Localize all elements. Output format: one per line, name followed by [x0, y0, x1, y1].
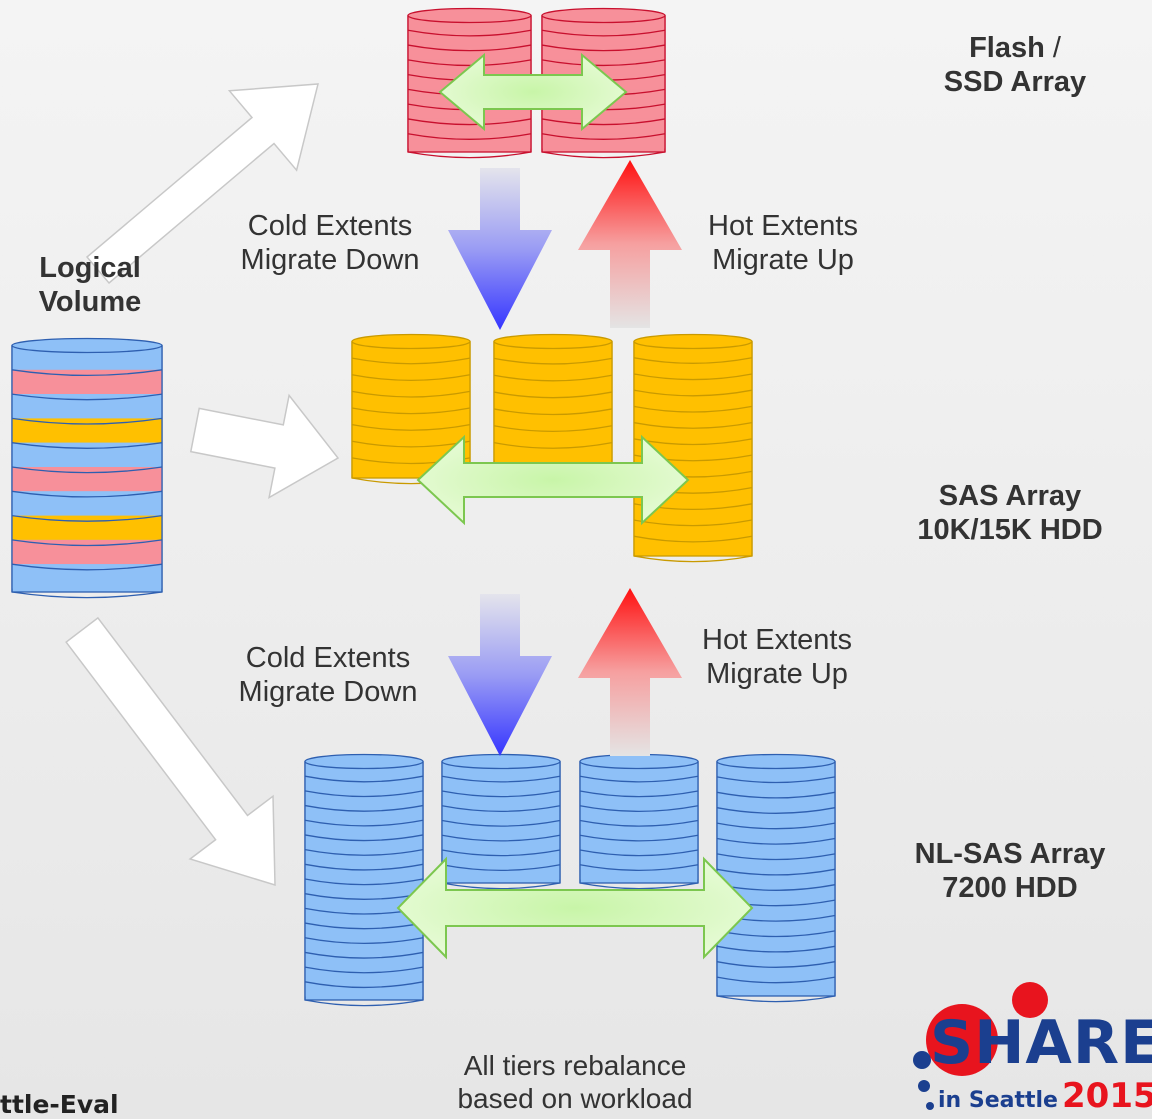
upper-hot-arrow [578, 160, 682, 328]
logo-dot-large [926, 1004, 998, 1076]
rebalance-note-line2: based on workload [457, 1082, 693, 1114]
sas-tier-line2: 10K/15K HDD [917, 513, 1103, 546]
share-logo-word: SHARE [930, 1008, 1152, 1078]
nlsas-disk-1 [304, 753, 424, 1007]
logo-dot-blue-1 [913, 1051, 931, 1069]
lower-cold-line1: Cold Extents [245, 642, 411, 674]
alloc-arrow-to-nlsas [65, 616, 276, 887]
flash-tier-line1: Flash [969, 32, 1045, 64]
logo-dot-blue-2 [918, 1080, 930, 1092]
nlsas-tier-line2: 7200 HDD [942, 871, 1078, 904]
upper-hot-label: Hot Extents Migrate Up [668, 210, 898, 278]
logical-volume-line2: Volume [38, 285, 142, 318]
lower-cold-line2: Migrate Down [238, 675, 418, 708]
upper-cold-line2: Migrate Down [240, 243, 420, 276]
sas-tier-line1: SAS Array [938, 480, 1082, 512]
upper-hot-line2: Migrate Up [712, 243, 854, 276]
lower-hot-line1: Hot Extents [702, 624, 852, 656]
logical-volume-line1: Logical [39, 252, 141, 284]
rebalance-note-line1: All tiers rebalance [463, 1050, 687, 1081]
alloc-arrow-to-sas [189, 393, 340, 499]
sas-disk-1 [351, 333, 471, 485]
lower-cold-label: Cold Extents Migrate Down [203, 642, 453, 710]
flash-tier-line2: SSD Array [943, 65, 1087, 98]
footer-fragment: ttle-Eval [0, 1090, 119, 1119]
lower-hot-line2: Migrate Up [706, 657, 848, 690]
logo-dot-medium [1012, 982, 1048, 1018]
alloc-arrow-to-flash [85, 83, 319, 285]
upper-cold-arrow [448, 168, 552, 330]
lower-hot-arrow [578, 588, 682, 756]
nlsas-disk-3 [579, 753, 699, 890]
flash-tier-label: Flash / SSD Array [905, 32, 1125, 100]
logical-volume-label: Logical Volume [5, 252, 175, 320]
share-logo-place: in Seattle [938, 1088, 1058, 1113]
sas-tier-label: SAS Array 10K/15K HDD [880, 480, 1140, 548]
nlsas-disk-2 [441, 753, 561, 890]
nlsas-tier-line1: NL-SAS Array [914, 838, 1106, 870]
lower-hot-label: Hot Extents Migrate Up [662, 624, 892, 692]
nlsas-disk-4 [716, 753, 836, 1003]
upper-hot-line1: Hot Extents [708, 210, 858, 242]
lower-cold-arrow [448, 594, 552, 756]
flash-rebalance-arrow [438, 52, 628, 132]
rebalance-note: All tiers rebalance based on workload [395, 1050, 755, 1116]
logo-dot-blue-3 [926, 1102, 934, 1110]
sas-disk-2 [493, 333, 613, 470]
logical-volume-stack [11, 337, 163, 599]
share-logo-year: 2015 [1062, 1076, 1152, 1116]
sas-rebalance-arrow [416, 434, 690, 526]
flash-tier-sep: / [1044, 32, 1061, 64]
share-logo-dots [913, 982, 1048, 1110]
upper-cold-line1: Cold Extents [247, 210, 413, 242]
upper-cold-label: Cold Extents Migrate Down [205, 210, 455, 278]
nlsas-tier-label: NL-SAS Array 7200 HDD [880, 838, 1140, 906]
nlsas-rebalance-arrow [396, 856, 754, 960]
